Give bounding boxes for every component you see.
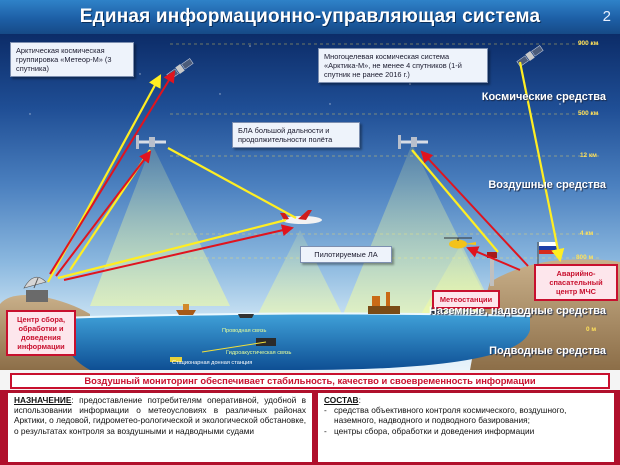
- data-center-callout: Центр сбора, обработки и доведения инфор…: [6, 310, 76, 356]
- sea-surface: [59, 312, 531, 319]
- seabed-station-icon: [170, 357, 182, 362]
- dash-marker: -: [324, 405, 327, 416]
- composition-item: - центры сбора, обработки и доведения ин…: [324, 426, 608, 436]
- weather-station-icon: [487, 252, 497, 286]
- purpose-box: НАЗНАЧЕНИЕ: предоставление потребителям …: [8, 393, 312, 462]
- uav-callout: БЛА большой дальности и продолжительност…: [232, 122, 360, 148]
- altitude-900: 900 км: [578, 40, 599, 47]
- monitoring-strip: Воздушный мониторинг обеспечивает стабил…: [10, 373, 610, 389]
- dash-marker: -: [324, 425, 327, 436]
- uav-icon: [136, 135, 166, 149]
- scene-graphics: [0, 43, 620, 370]
- flag-icon: [537, 242, 557, 266]
- altitude-800: 800 м: [576, 254, 594, 261]
- stars: [29, 45, 561, 115]
- composition-item: - средства объективного контроля космиче…: [324, 405, 608, 425]
- uav-icon: [398, 135, 428, 149]
- cable-line: [201, 341, 267, 353]
- aircraft-icon: [280, 210, 322, 224]
- platform-icon: [368, 292, 400, 314]
- composition-item-text: центры сбора, обработки и доведения инфо…: [334, 425, 535, 436]
- altitude-500: 500 км: [578, 110, 599, 117]
- cable-label: Проводная связь: [222, 328, 267, 334]
- ship-icon: [176, 304, 196, 315]
- header-bar: Единая информационно-управляющая система…: [0, 0, 620, 34]
- sea: [60, 314, 530, 370]
- altitude-4: 4 км: [580, 230, 594, 237]
- red-links: [49, 70, 529, 281]
- antenna-icon: [23, 276, 48, 302]
- diagram-scene: Арктическая космическая группировка «Мет…: [0, 34, 620, 370]
- altitude-0: 0 м: [586, 326, 597, 333]
- composition-item-text: средства объективного контроля космическ…: [334, 405, 567, 426]
- hydro-label: Гидроакустическая связь: [226, 350, 292, 356]
- helicopter-icon: [444, 237, 476, 249]
- slide-title: Единая информационно-управляющая система: [79, 6, 541, 27]
- page-number: 2: [602, 8, 611, 25]
- band-underwater: Подводные средства: [489, 345, 606, 357]
- stationary-label: Стационарная донная станция: [172, 360, 253, 366]
- weather-callout: Метеостанции: [432, 290, 500, 309]
- rescue-callout: Аварийно-спасательный центр МЧС: [534, 264, 618, 301]
- purpose-text: предоставление потребителям оперативной,…: [14, 395, 306, 436]
- composition-box: СОСТАВ: - средства объективного контроля…: [318, 393, 614, 462]
- meteor-callout: Арктическая космическая группировка «Мет…: [10, 42, 134, 77]
- bottom-panel: НАЗНАЧЕНИЕ: предоставление потребителям …: [0, 390, 620, 465]
- piloted-callout: Пилотируемые ЛА: [300, 246, 392, 263]
- composition-heading: СОСТАВ: [324, 395, 359, 405]
- arktika-callout: Многоцелевая космическая система «Арктик…: [318, 48, 488, 83]
- purpose-heading: НАЗНАЧЕНИЕ: [14, 395, 72, 405]
- ship-icon: [238, 314, 254, 318]
- ship-icon: [431, 310, 445, 314]
- band-ground: Наземные, надводные средства: [428, 305, 606, 317]
- band-air: Воздушные средства: [488, 179, 606, 191]
- purpose-colon: :: [71, 395, 80, 405]
- band-space: Космические средства: [481, 91, 606, 103]
- altitude-12: 12 км: [580, 152, 597, 159]
- composition-colon: :: [358, 395, 361, 405]
